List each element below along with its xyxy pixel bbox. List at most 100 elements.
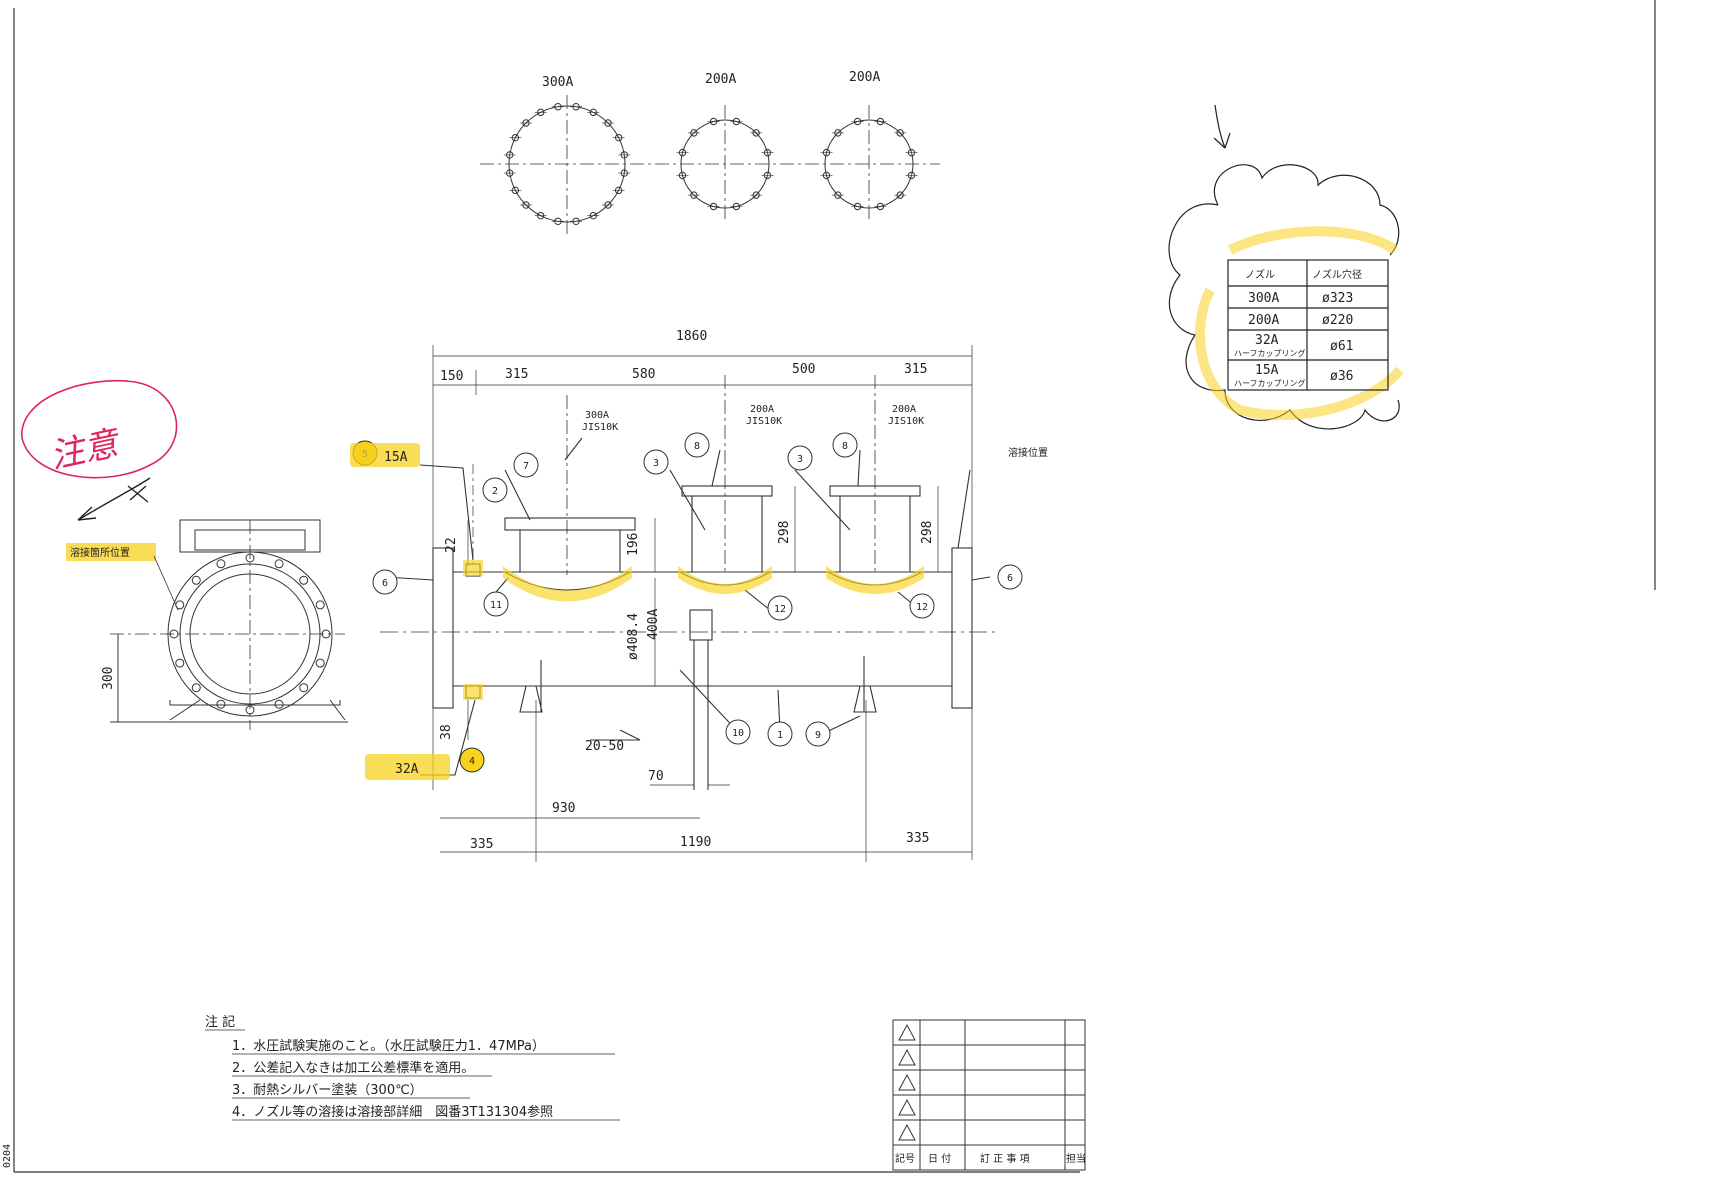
table-cell-hole: ø61 [1330,339,1353,354]
callout-number: 9 [815,730,821,741]
callout-bubble: 4 [459,747,485,773]
dim-315-a: 315 [505,367,528,382]
table-cell-name: 200A [1248,313,1279,328]
dim-315-b: 315 [904,362,927,377]
sheet-code: 0204 [2,1144,13,1168]
bolt-hole [245,705,255,715]
handwritten-arrow [77,477,151,521]
table-header-nozzle: ノズル [1245,268,1275,281]
dim-38: 38 [439,724,454,740]
dim-298-a: 298 [777,521,792,544]
bolt-hole [274,559,284,569]
callout-number: 2 [492,486,498,497]
callout-number: 11 [490,600,502,611]
revision-triangle-icon [898,1023,916,1041]
weld-highlights [463,560,924,700]
label-weld-position-right: 溶接位置 [1008,446,1048,459]
callout-bubble: 3 [787,445,813,471]
bolt-hole [315,600,325,610]
note-item-4: 4．ノズル等の溶接は溶接部詳細 図番3T131304参照 [232,1104,553,1120]
rev-footer-item: 訂 正 事 項 [980,1152,1030,1165]
note-item-3: 3．耐熱シルバー塗装（300℃） [232,1082,423,1098]
nozzle-std-200a-2: JIS10K [888,416,924,427]
revision-triangle-icon [898,1073,916,1091]
callout-bubble: 9 [805,721,831,747]
callout-number: 8 [694,441,700,452]
nozzle-size-200a-1: 200A [750,404,774,415]
nozzle-size-200a-2: 200A [892,404,916,415]
callout-number: 10 [732,728,744,739]
highlight-15a [350,443,420,467]
callout-number: 3 [653,458,659,469]
nozzle-size-300a: 300A [585,410,609,421]
callout-bubble: 2 [482,477,508,503]
bolt-hole [315,658,325,668]
callout-bubble: 3 [643,449,669,475]
table-cell-hole: ø36 [1330,369,1353,384]
bolt-hole [321,629,331,639]
callout-number: 6 [1007,573,1013,584]
table-cell-hole: ø220 [1322,313,1353,328]
table-highlight-swash [1195,226,1404,421]
rev-footer-mark: 記号 [895,1152,915,1165]
revision-block-grid [892,1019,1086,1171]
table-header-hole: ノズル穴径 [1312,268,1362,281]
dim-400a: 400A [646,609,661,640]
dim-side-300: 300 [101,667,116,690]
dim-fillet: 20-50 [585,739,624,754]
handwritten-note [21,380,178,479]
callout-number: 12 [916,602,928,613]
side-view [110,519,348,730]
revision-triangles [898,1023,916,1141]
dim-500: 500 [792,362,815,377]
callout-number: 6 [382,578,388,589]
flange-label-200a-1: 200A [705,72,736,87]
bolt-hole [175,658,185,668]
dim-22: 22 [444,537,459,553]
table-cell-name: 300A [1248,291,1279,306]
table-cell-sub: ハーフカップリング [1234,348,1306,358]
callout-number: 7 [523,461,529,472]
flange-label-200a-2: 200A [849,70,880,85]
bolt-hole [169,629,179,639]
dim-196: 196 [626,533,641,556]
nozzle-std-300a: JIS10K [582,422,618,433]
label-15a: 15A [384,450,408,465]
rev-footer-date: 日 付 [928,1152,951,1165]
flange-views [480,95,940,235]
callout-bubble: 12 [767,595,793,621]
callout-bubble: 11 [483,591,509,617]
nozzle-table-grid [1227,259,1389,391]
side-view-bolt-holes [169,553,331,715]
highlight-32a [365,754,450,780]
handwritten-text: 注意 [47,423,125,477]
revision-triangle-icon [898,1123,916,1141]
flange-bolt-holes [503,103,918,225]
nozzle-std-200a-1: JIS10K [746,416,782,427]
dim-1190: 1190 [680,835,711,850]
label-weld-position-left: 溶接箇所位置 [70,546,130,559]
callout-bubble: 6 [372,569,398,595]
callout-bubble: 12 [909,593,935,619]
rev-footer-person: 担当 [1066,1152,1086,1165]
callout-number: 3 [797,454,803,465]
dim-580: 580 [632,367,655,382]
callout-bubble: 8 [832,432,858,458]
callout-number: 8 [842,441,848,452]
notes-title: 注 記 [205,1014,235,1030]
callout-number: 4 [469,756,475,767]
bolt-hole [274,699,284,709]
table-cell-hole: ø323 [1322,291,1353,306]
bolt-hole [216,699,226,709]
note-item-2: 2．公差記入なきは加工公差標準を適用。 [232,1060,474,1076]
bolt-hole [191,575,201,585]
callout-bubble: 1 [767,721,793,747]
revision-triangle-icon [898,1098,916,1116]
dim-overall: 1860 [676,329,707,344]
bolt-hole [245,553,255,563]
bolt-hole [191,683,201,693]
table-cell-name: 15A [1255,363,1279,378]
sheet-border [13,0,1656,1173]
